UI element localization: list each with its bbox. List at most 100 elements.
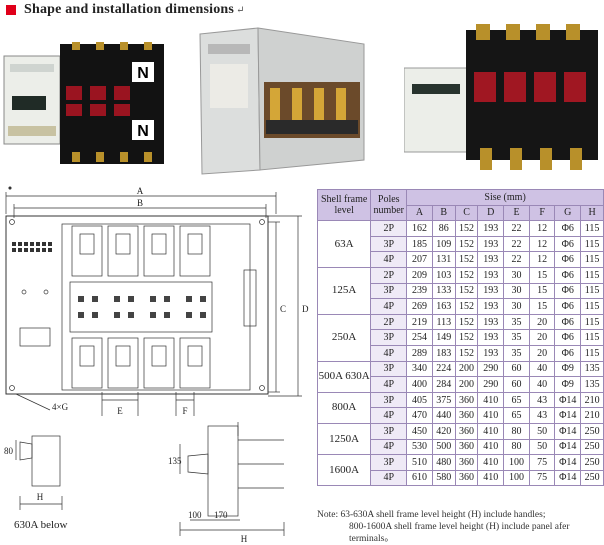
value-cell: 60	[503, 376, 530, 393]
product-photo-3	[404, 24, 598, 170]
value-cell: 115	[580, 251, 604, 268]
pole-cell: 3P	[370, 454, 408, 471]
value-cell: 193	[477, 344, 505, 362]
value-cell: 193	[477, 251, 505, 268]
value-cell: Φ14	[554, 422, 582, 440]
value-cell: 20	[528, 329, 556, 346]
value-cell: 152	[454, 220, 479, 237]
value-cell: 410	[477, 407, 505, 424]
value-cell: 135	[580, 376, 604, 393]
value-cell: 75	[528, 469, 556, 487]
value-cell: 480	[431, 454, 456, 471]
value-cell: 450	[406, 422, 433, 440]
frame-cell: 1250A	[316, 422, 372, 456]
column-header: B	[431, 204, 456, 222]
value-cell: Φ14	[554, 407, 582, 424]
value-cell: 50	[528, 422, 556, 440]
column-header: C	[454, 204, 479, 222]
dim-label-h-small: H	[37, 492, 44, 502]
value-cell: 133	[431, 282, 456, 300]
value-cell: 410	[477, 422, 505, 440]
value-cell: 40	[528, 360, 556, 378]
note-line-2: 800-1600A shell frame level height (H) i…	[349, 522, 570, 544]
value-cell: 115	[580, 282, 604, 300]
value-cell: 210	[580, 407, 604, 424]
value-cell: 440	[431, 407, 456, 424]
value-cell: 115	[580, 298, 604, 315]
pole-cell: 3P	[370, 360, 408, 378]
dot-marker	[8, 186, 12, 190]
value-cell: 207	[406, 251, 433, 268]
pole-cell: 4P	[370, 344, 408, 362]
value-cell: Φ6	[554, 266, 582, 284]
note-line-1: Note: 63-630A shell frame level height (…	[317, 510, 546, 520]
value-cell: 420	[431, 422, 456, 440]
value-cell: 470	[406, 407, 433, 424]
value-cell: Φ6	[554, 344, 582, 362]
value-cell: 239	[406, 282, 433, 300]
value-cell: 20	[528, 313, 556, 331]
pole-cell: 2P	[370, 220, 408, 237]
value-cell: 269	[406, 298, 433, 315]
column-header: G	[554, 204, 582, 222]
value-cell: 210	[580, 391, 604, 409]
value-cell: 200	[454, 376, 479, 393]
value-cell: 193	[477, 313, 505, 331]
pole-cell: 3P	[370, 391, 408, 409]
pole-cell: 3P	[370, 282, 408, 300]
value-cell: 360	[454, 422, 479, 440]
value-cell: 50	[528, 438, 556, 456]
value-cell: 340	[406, 360, 433, 378]
value-cell: Φ14	[554, 391, 582, 409]
value-cell: 163	[431, 298, 456, 315]
value-cell: 360	[454, 407, 479, 424]
value-cell: 131	[431, 251, 456, 268]
value-cell: 152	[454, 344, 479, 362]
value-cell: 15	[528, 282, 556, 300]
value-cell: Φ6	[554, 298, 582, 315]
pole-cell: 2P	[370, 313, 408, 331]
pole-cell: 4P	[370, 469, 408, 487]
value-cell: 580	[431, 469, 456, 487]
value-cell: 162	[406, 220, 433, 237]
pole-cell: 4P	[370, 438, 408, 456]
value-cell: 65	[503, 391, 530, 409]
value-cell: 193	[477, 282, 505, 300]
column-header: F	[528, 204, 556, 222]
value-cell: 152	[454, 235, 479, 253]
dim-label-d: D	[302, 304, 309, 314]
value-cell: 530	[406, 438, 433, 456]
pole-cell: 4P	[370, 376, 408, 393]
product-photo-2	[199, 27, 365, 175]
value-cell: Φ6	[554, 282, 582, 300]
dimension-table: Shell frame level Poles number Sise (mm)…	[316, 188, 604, 487]
value-cell: 113	[431, 313, 456, 331]
value-cell: 193	[477, 235, 505, 253]
value-cell: 360	[454, 438, 479, 456]
value-cell: 152	[454, 251, 479, 268]
value-cell: 30	[503, 282, 530, 300]
value-cell: 43	[528, 407, 556, 424]
frame-cell: 125A	[316, 266, 372, 315]
dim-label-135: 135	[168, 456, 182, 466]
value-cell: 30	[503, 298, 530, 315]
value-cell: 80	[503, 422, 530, 440]
value-cell: 40	[528, 376, 556, 393]
value-cell: 250	[580, 422, 604, 440]
value-cell: 65	[503, 407, 530, 424]
value-cell: 185	[406, 235, 433, 253]
value-cell: 35	[503, 313, 530, 331]
dim-label-f: F	[182, 406, 187, 416]
dim-label-a: A	[137, 186, 144, 196]
value-cell: 375	[431, 391, 456, 409]
value-cell: Φ14	[554, 454, 582, 471]
value-cell: 20	[528, 344, 556, 362]
dim-label-100: 100	[188, 510, 202, 520]
dim-label-e: E	[117, 406, 123, 416]
pole-cell: 3P	[370, 329, 408, 346]
